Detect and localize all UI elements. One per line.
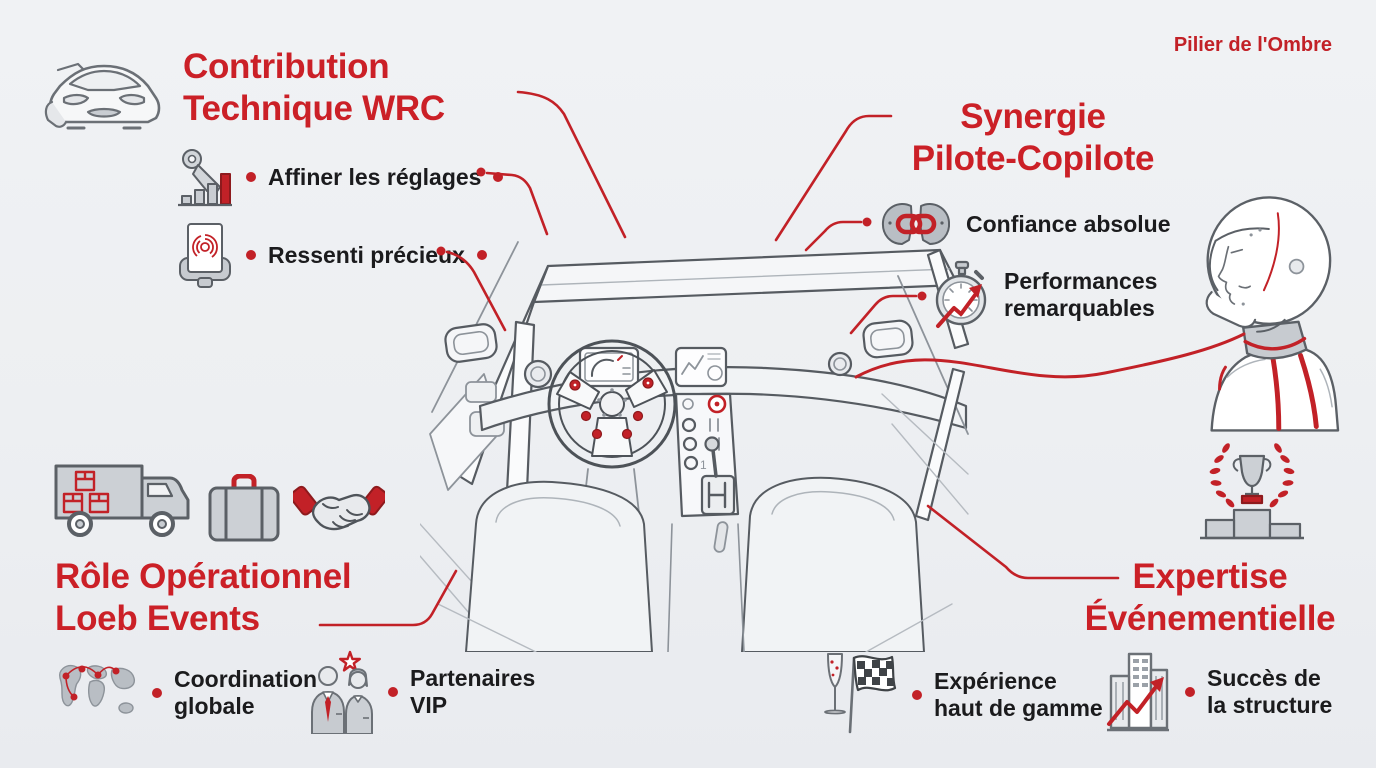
bullet-label: Succès de la structure (1207, 665, 1332, 719)
bullet-label-line: globale (174, 693, 255, 719)
briefcase-icon (208, 474, 280, 542)
bullet-label-line: Succès de (1207, 665, 1321, 691)
connector-dot (476, 250, 487, 260)
vip-people-icon (311, 650, 373, 734)
section-title-wrc: Contribution Technique WRC (183, 46, 445, 130)
bullet-performances: Performances remarquables (930, 260, 1157, 330)
title-line: Expertise (1132, 557, 1288, 596)
duo-link-icon (881, 203, 951, 245)
trophy-podium-icon (1200, 443, 1304, 540)
bullet-affiner-reglages: Affiner les réglages (176, 146, 504, 208)
driver-helmet-illustration (1205, 196, 1340, 432)
connector-wrc-title (516, 90, 627, 239)
bullet-experience: Expérience haut de gamme (820, 652, 1103, 738)
bullet-label: Coordination globale (174, 666, 317, 720)
title-line: Pilote-Copilote (911, 139, 1155, 178)
title-line: Synergie (960, 97, 1106, 136)
stopwatch-growth-icon (935, 260, 987, 328)
laurel-leaves (1209, 443, 1295, 508)
title-line: Loeb Events (55, 599, 260, 638)
bullet-dot (246, 250, 256, 260)
svg-text:1: 1 (700, 458, 707, 472)
bullet-label-line: Partenaires (410, 665, 536, 691)
bullet-confiance: Confiance absolue (878, 198, 1170, 250)
bullet-dot (1185, 687, 1195, 697)
corner-label: Pilier de l'Ombre (1173, 34, 1332, 56)
buildings-growth-icon (1107, 652, 1169, 732)
section-title-synergie: Synergie Pilote-Copilote (868, 96, 1198, 180)
star-icon (339, 650, 361, 672)
bullet-dot (246, 172, 256, 182)
bullet-label: Partenaires VIP (410, 665, 535, 719)
truck-icon (54, 464, 190, 537)
fingerprint-scanner-icon (179, 223, 231, 288)
section-title-expertise: Expertise Événementielle (1040, 556, 1376, 640)
champagne-flag-icon (824, 653, 897, 734)
car-cockpit-illustration: 1 (420, 241, 970, 652)
bullet-dot (152, 688, 162, 698)
bullet-label: Expérience haut de gamme (934, 668, 1103, 722)
title-line: Contribution (183, 47, 390, 86)
bullet-label-line: Expérience (934, 668, 1057, 694)
bullet-label-line: VIP (410, 692, 448, 718)
rally-car-icon (44, 62, 161, 130)
bullet-label-line: Performances (1004, 268, 1158, 294)
bullet-coordination: Coordination globale (52, 656, 317, 730)
title-line: Rôle Opérationnel (55, 557, 352, 596)
bullet-label-line: Coordination (174, 666, 318, 692)
world-map-icon (59, 664, 135, 714)
bullet-ressenti-precieux: Ressenti précieux (176, 222, 487, 288)
bullet-label-line: haut de gamme (934, 695, 1103, 721)
bullet-label-line: la structure (1207, 692, 1333, 718)
handshake-icon (293, 485, 385, 531)
bullet-dot (912, 690, 922, 700)
bullet-succes: Succès de la structure (1103, 650, 1332, 734)
bullet-label: Confiance absolue (966, 210, 1171, 237)
key-growth-icon (178, 149, 232, 207)
bullet-label-line: remarquables (1004, 295, 1155, 321)
connector-dot (493, 172, 504, 182)
bullet-label: Performances remarquables (1004, 268, 1157, 322)
bullet-dot (388, 687, 398, 697)
steering-wheel (547, 339, 677, 469)
bullet-partenaires-vip: Partenaires VIP (306, 650, 535, 734)
bullet-label: Affiner les réglages (268, 163, 482, 190)
section-title-operationnel: Rôle Opérationnel Loeb Events (55, 556, 352, 640)
title-line: Événementielle (1084, 599, 1336, 638)
bullet-label: Ressenti précieux (268, 241, 465, 268)
title-line: Technique WRC (183, 89, 445, 128)
